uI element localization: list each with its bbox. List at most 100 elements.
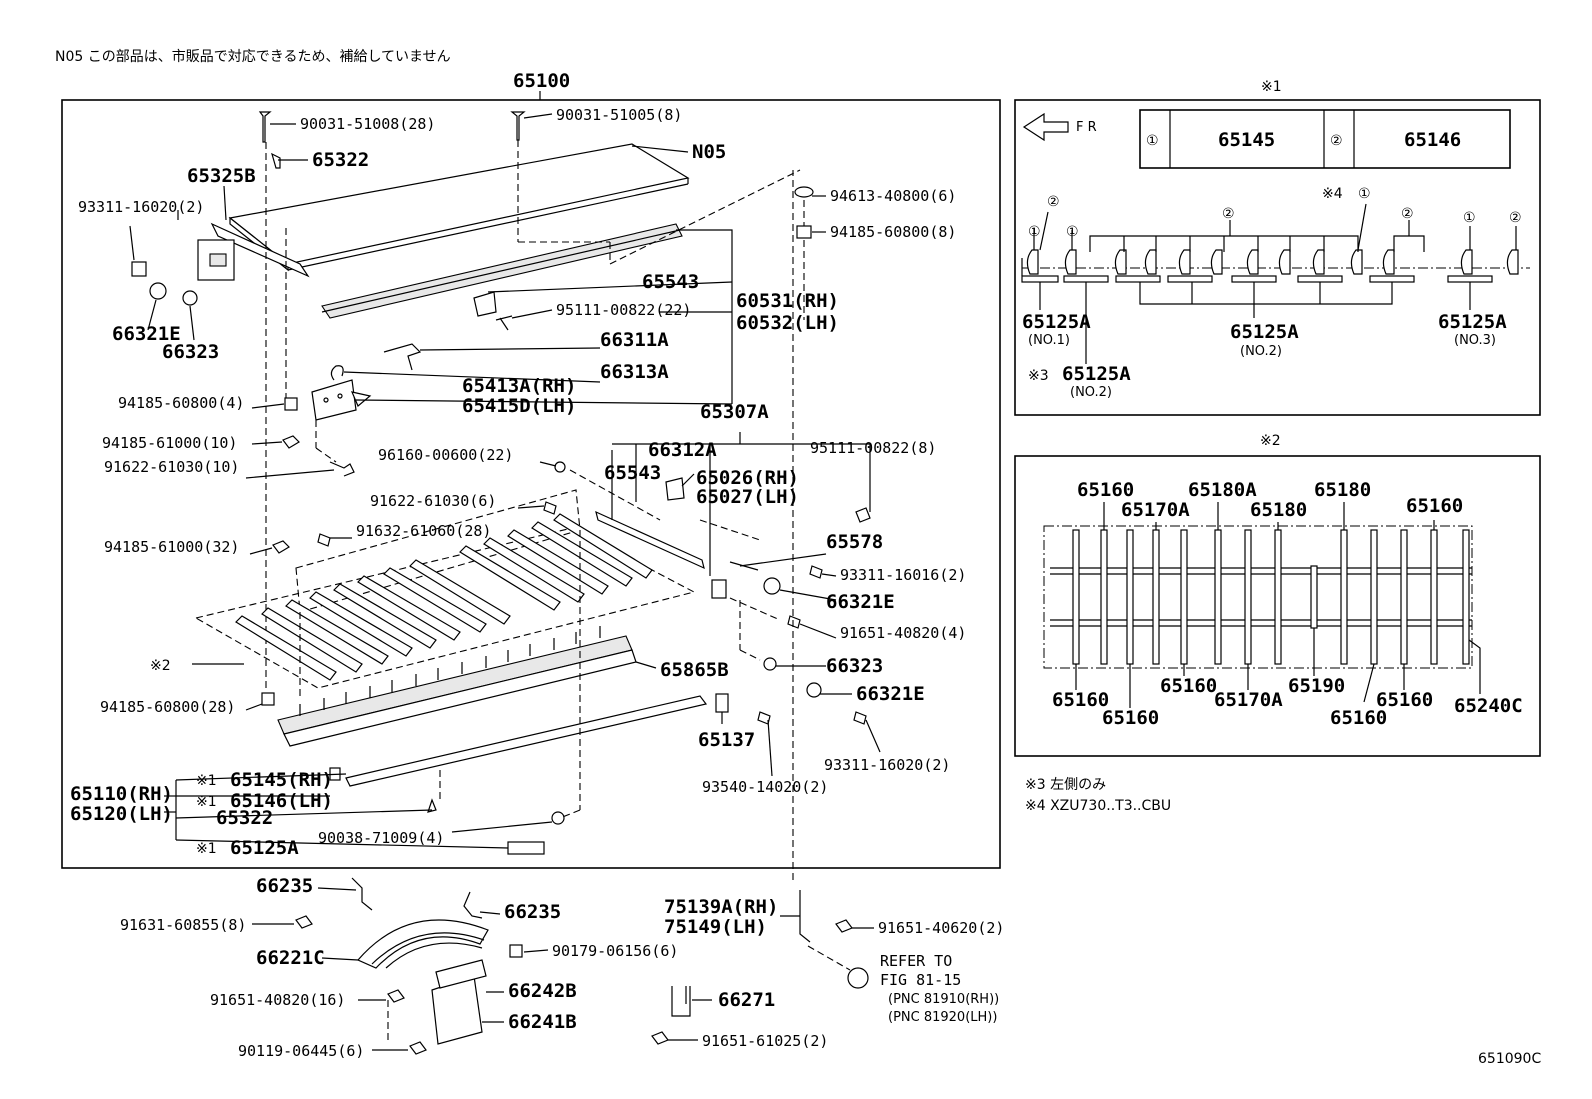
label-90038-71009: 90038-71009(4) [318,829,444,847]
main-diagram-frame [61,99,1001,869]
label-66311a: 66311A [600,329,669,351]
fender-66221c [357,919,489,969]
inset1-brackets [1033,203,1517,364]
lower-callout-labels: 66235 66235 91631-60855(8) 66221C 90179-… [120,875,1004,1060]
inset1-sub-no1: (NO.1) [1028,333,1070,348]
label-65145-rh: 65145(RH) [230,769,333,791]
inset1-label-no2: 65125A [1230,321,1299,343]
fender-group [295,877,869,1055]
label-65125a: 65125A [230,837,299,859]
inset1-title: ※1 [1261,79,1282,95]
rail-hooks [1026,249,1519,275]
label-66321e-b: 66321E [826,591,895,613]
side-rail-65145 [345,695,708,787]
label-96160-00600: 96160-00600(22) [378,446,513,464]
label-75139a: 75139A(RH) [664,896,778,918]
mark-x1-65145: ※1 [196,773,217,789]
label-95111-22: 95111-00822(22) [556,301,691,319]
legend-mark-2: ② [1330,133,1343,149]
inset2-top-1: 65160 [1077,479,1134,501]
inset2-title: ※2 [1260,433,1281,449]
cross-members [235,513,653,681]
label-65578: 65578 [826,531,883,553]
inset2-bottom-7: 65160 [1376,689,1433,711]
n05-note: N05 この部品は、市販品で対応できるため、補給していません [55,48,451,65]
figure-id: 651090C [1478,1051,1541,1067]
label-66313a: 66313A [600,361,669,383]
label-93311-16020-a: 93311-16020(2) [78,198,204,216]
label-66321e-c: 66321E [856,683,925,705]
label-66235-b: 66235 [504,901,561,923]
label-66235-a: 66235 [256,875,313,897]
front-arrow-icon [1022,112,1069,142]
label-65322: 65322 [312,149,369,171]
label-91622-61030-6: 91622-61030(6) [370,492,496,510]
nut-94185-icon [796,225,812,239]
label-94185-60800-4: 94185-60800(4) [118,394,244,412]
label-93311-16016: 93311-16016(2) [840,566,966,584]
inset2-bottom-6: 65160 [1330,707,1387,729]
inset1-sub-no3: (NO.3) [1454,333,1496,348]
refer-line-1: REFER TO [880,952,952,970]
inset2-top-6: 65160 [1406,495,1463,517]
collar-icon [149,282,167,300]
inset2-bottom-3: 65160 [1160,675,1217,697]
inset1-label-no3: 65125A [1438,311,1507,333]
label-91651-40620: 91651-40620(2) [878,919,1004,937]
inset1-legend-table [1139,109,1511,169]
label-66242b: 66242B [508,980,577,1002]
label-91622-61030-10: 91622-61030(10) [104,458,239,476]
label-94185-60800-8: 94185-60800(8) [830,223,956,241]
mud-flap-bracket-66242b [435,959,487,989]
inset1-sub-no2b: (NO.2) [1070,385,1112,400]
inset2-top-2: 65170A [1121,499,1190,521]
label-65027: 65027(LH) [696,486,799,508]
block-65125a [507,841,545,855]
mark-2-c: ② [1401,206,1414,222]
refer-line-2: FIG 81-15 [880,971,961,989]
label-91651-40820-16: 91651-40820(16) [210,991,345,1009]
inset1-note3-mark: ※3 [1028,368,1049,384]
side-plate-65413a [311,379,357,421]
label-65120-lh: 65120(LH) [70,803,173,825]
inset2-bottom-5: 65190 [1288,675,1345,697]
inset2-top-4: 65180 [1250,499,1307,521]
legend-part-1: 65145 [1218,129,1275,151]
label-66221c: 66221C [256,947,325,969]
label-65322-b: 65322 [216,807,273,829]
inset2-bottom-4: 65170A [1214,689,1283,711]
label-66323-b: 66323 [826,655,883,677]
label-91651-40820-4: 91651-40820(4) [840,624,966,642]
lower-leaders [252,887,874,1051]
bracket-65026 [711,579,727,599]
mark-x1-65146: ※1 [196,794,217,810]
mark-1-c: ① [1358,186,1371,202]
label-94185-61000-10: 94185-61000(10) [102,434,237,452]
washer-icon [182,290,198,306]
legend-mark-1: ① [1146,133,1159,149]
note4-mark: ※4 [1322,186,1343,202]
inset2-bottom-8: 65240C [1454,695,1523,717]
label-65137: 65137 [698,729,755,751]
label-n05: N05 [692,141,726,163]
label-x2: ※2 [150,658,171,674]
label-65026: 65026(RH) [696,467,799,489]
mark-1-a: ① [1028,224,1041,240]
callout-leaders [129,113,881,849]
label-90031-51008: 90031-51008(28) [300,115,435,133]
nut-icon [284,397,298,411]
mark-1-b: ① [1066,224,1079,240]
pnc-line-2: (PNC 81920(LH)) [888,1010,997,1025]
label-65415d: 65415D(LH) [462,395,576,417]
inset2-top-3: 65180A [1188,479,1257,501]
rail-blocks [1021,275,1493,283]
mark-x1-65125a: ※1 [196,841,217,857]
label-93540-14020: 93540-14020(2) [702,778,828,796]
inset2-top-5: 65180 [1314,479,1371,501]
inset2-frame [1014,455,1541,757]
note-3: ※3 左側のみ [1025,777,1106,793]
label-65110-rh: 65110(RH) [70,783,173,805]
callout-labels: 90031-51008(28) 90031-51005(8) 65322 N05… [70,106,966,859]
label-65146-lh: 65146(LH) [230,790,333,812]
